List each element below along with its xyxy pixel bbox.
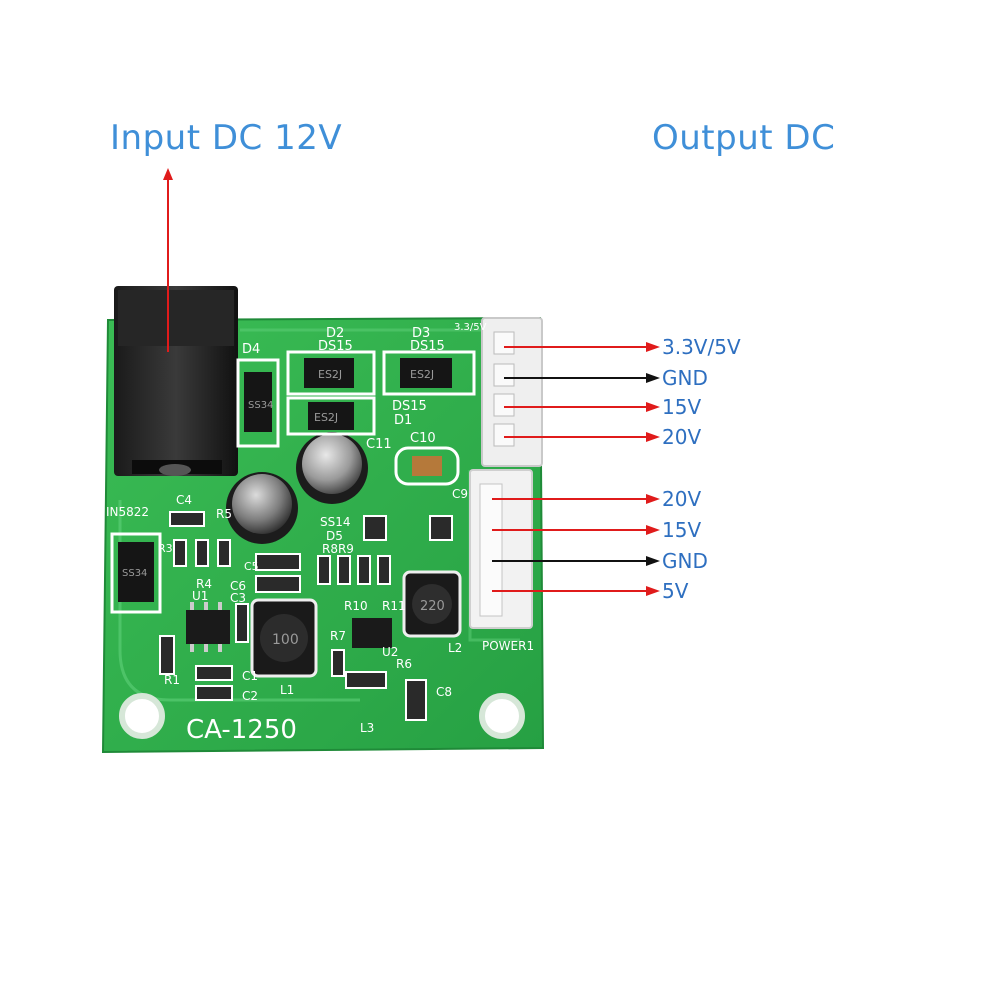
svg-text:ES2J: ES2J: [410, 368, 434, 381]
capacitor-c10: [394, 446, 460, 486]
smd-components: [159, 511, 453, 721]
svg-text:L1: L1: [280, 683, 294, 697]
diode-d3: [382, 350, 476, 396]
svg-text:C4: C4: [176, 493, 192, 507]
input-heading: Input DC 12V: [110, 118, 343, 158]
pin-label-bottom-4: 5V: [662, 579, 689, 603]
output-connector-bottom: [469, 469, 533, 629]
svg-text:R4: R4: [196, 577, 212, 591]
svg-text:DS15: DS15: [410, 339, 445, 354]
svg-text:R7: R7: [330, 629, 346, 643]
diode-d4: [236, 358, 280, 448]
svg-text:R1: R1: [164, 673, 180, 687]
svg-text:R5: R5: [216, 507, 232, 521]
svg-text:U1: U1: [192, 589, 208, 603]
svg-text:C9: C9: [452, 487, 468, 501]
svg-text:C3: C3: [230, 591, 246, 605]
ic-u2: [352, 618, 392, 648]
pin-arrow-head: [646, 402, 660, 412]
svg-text:D3: D3: [412, 326, 430, 341]
pin-arrow-head: [646, 586, 660, 596]
svg-text:SS34: SS34: [122, 568, 147, 579]
svg-text:R10: R10: [344, 599, 368, 613]
ic-u1: [186, 602, 230, 652]
dc-barrel-jack: [114, 286, 238, 476]
chip-markings: ES2J ES2J ES2J SS34 SS34 100 220: [122, 368, 445, 648]
svg-text:220: 220: [420, 599, 445, 614]
pin-arrow-head: [646, 525, 660, 535]
output-heading: Output DC: [652, 118, 836, 158]
svg-text:C2: C2: [242, 689, 258, 703]
svg-text:R8R9: R8R9: [322, 542, 354, 556]
svg-text:CA-1250: CA-1250: [186, 715, 297, 745]
svg-text:L2: L2: [448, 641, 462, 655]
svg-text:D2: D2: [326, 326, 344, 341]
pin-arrow-head: [646, 432, 660, 442]
svg-text:R11: R11: [382, 599, 406, 613]
svg-text:D4: D4: [242, 342, 260, 357]
svg-text:ES2J: ES2J: [318, 368, 342, 381]
input-arrow: [163, 168, 173, 352]
pin-arrow-head: [646, 373, 660, 383]
inductor-l2: [402, 570, 462, 638]
pin-label-top-4: 20V: [662, 425, 702, 449]
svg-text:SS34: SS34: [248, 400, 273, 411]
mounting-hole: [119, 693, 165, 739]
svg-text:DS15: DS15: [392, 399, 427, 414]
svg-text:D1: D1: [394, 413, 412, 428]
pin-arrow-head: [646, 556, 660, 566]
pin-arrow-head: [646, 494, 660, 504]
svg-text:C1: C1: [242, 669, 258, 683]
pin-label-top-1: 3.3V/5V: [662, 335, 741, 359]
svg-text:C5: C5: [244, 560, 259, 573]
inductor-l1: [250, 598, 318, 678]
svg-text:D5: D5: [326, 529, 343, 543]
svg-text:ES2J: ES2J: [314, 411, 338, 424]
pin-arrows: [492, 342, 660, 596]
pin-arrow-head: [646, 342, 660, 352]
pin-label-top-2: GND: [662, 366, 708, 390]
svg-text:R3: R3: [158, 542, 173, 555]
diode-d11: [110, 532, 162, 614]
svg-text:IN5822: IN5822: [106, 505, 149, 519]
svg-text:100: 100: [272, 632, 299, 648]
pin-label-top-3: 15V: [662, 395, 702, 419]
capacitor-c11: [296, 432, 368, 504]
svg-text:C8: C8: [436, 685, 452, 699]
svg-text:C10: C10: [410, 431, 436, 446]
svg-text:R6: R6: [396, 657, 412, 671]
pin-label-bottom-3: GND: [662, 549, 708, 573]
mounting-hole: [479, 693, 525, 739]
capacitor-c3: [226, 472, 298, 544]
svg-text:U2: U2: [382, 645, 398, 659]
svg-text:3.3/5V: 3.3/5V: [454, 322, 487, 333]
diode-d1: [286, 396, 376, 436]
svg-text:C11: C11: [366, 437, 392, 452]
output-connector-top: [481, 317, 543, 467]
svg-text:DS15: DS15: [318, 339, 353, 354]
svg-text:POWER1: POWER1: [482, 639, 534, 653]
svg-text:L3: L3: [360, 721, 374, 735]
silkscreen-labels: D2 DS15 D3 DS15 3.3/5V D4 DS15 D1 C11 C1…: [106, 322, 534, 745]
svg-text:SS14: SS14: [320, 515, 351, 529]
pin-label-bottom-1: 20V: [662, 487, 702, 511]
pin-label-bottom-2: 15V: [662, 518, 702, 542]
diode-d2: [286, 350, 376, 396]
svg-text:C6: C6: [230, 579, 246, 593]
